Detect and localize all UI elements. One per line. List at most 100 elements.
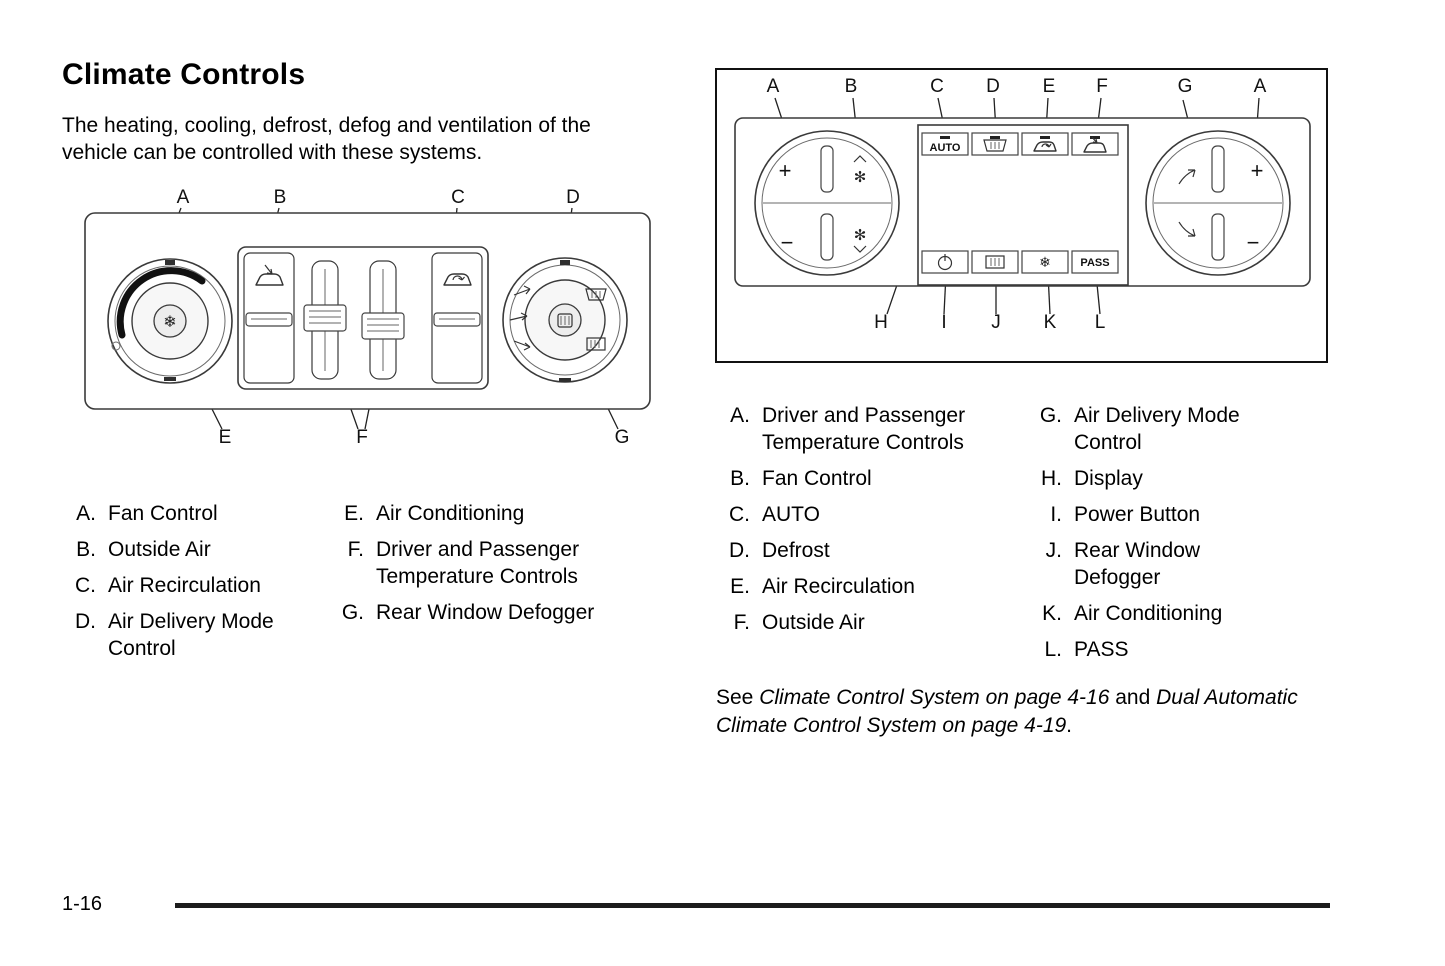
fan-control-knob: ❄ (107, 258, 233, 384)
temp-minus-icon: − (1247, 230, 1260, 255)
legend-label: Driver and Passenger Temperature Control… (376, 538, 580, 588)
temp-rocker-down (1211, 213, 1225, 261)
callout-label-l: L (1095, 312, 1106, 333)
legend-key: H. (1041, 467, 1062, 490)
recirculation-button (1021, 132, 1069, 156)
legend-key: D. (729, 539, 750, 562)
auto-climate-svg: A B C D E F G A H I J K L + − (734, 76, 1311, 333)
callout-label-d: D (566, 187, 580, 208)
legend-key: F. (733, 611, 750, 634)
legend-item: G. Rear Window Defogger (330, 599, 602, 626)
display-panel: AUTO (917, 124, 1129, 286)
callout-label-f: F (1096, 76, 1108, 97)
windshield-defrost-icon (585, 288, 607, 301)
legend-label: Fan Control (108, 502, 218, 525)
legend-label: Outside Air (108, 538, 211, 561)
power-button (921, 250, 969, 274)
legend-label: Air Delivery Mode Control (1074, 404, 1240, 454)
legend-item: K. Air Conditioning (1028, 600, 1258, 627)
legend-item: I. Power Button (1028, 501, 1258, 528)
cross-reference-mid: and (1109, 686, 1157, 709)
legend-label: Fan Control (762, 467, 872, 490)
manual-legend-col2: E. Air Conditioning F. Driver and Passen… (330, 500, 602, 635)
legend-item: E. Air Recirculation (716, 573, 998, 600)
fan-off-mark (111, 341, 121, 351)
legend-label: Air Delivery Mode Control (108, 610, 274, 660)
legend-item: F. Driver and Passenger Temperature Cont… (330, 536, 602, 590)
fan-up-icon: ✻ (854, 169, 867, 186)
callout-label-a-right: A (1254, 76, 1267, 97)
legend-key: A. (76, 502, 96, 525)
driver-temp-slider-handle (303, 304, 347, 332)
callout-label-a: A (177, 187, 190, 208)
legend-key: I. (1050, 503, 1062, 526)
center-control-block (237, 246, 489, 390)
legend-item: D. Defrost (716, 537, 998, 564)
legend-item: B. Outside Air (62, 536, 318, 563)
legend-label: Air Conditioning (376, 502, 525, 525)
temperature-sliders (303, 260, 405, 380)
recirculation-icon (1033, 141, 1057, 152)
ac-snowflake-icon: ❄ (163, 314, 176, 331)
footer-rule (175, 903, 1330, 908)
outside-air-button (1071, 132, 1119, 156)
legend-key: J. (1045, 539, 1062, 562)
fan-down-icon: ✻ (854, 227, 867, 244)
legend-label: AUTO (762, 503, 820, 526)
legend-label: Rear Window Defogger (376, 601, 595, 624)
rear-window-icon (586, 337, 606, 351)
legend-item: B. Fan Control (716, 465, 998, 492)
air-conditioning-icon: ❄ (1039, 254, 1051, 270)
legend-item: C. Air Recirculation (62, 572, 318, 599)
legend-key: B. (76, 538, 96, 561)
driver-temperature-knob: + − ✻ ✻ (754, 130, 900, 276)
legend-key: K. (1042, 602, 1062, 625)
callout-label-b: B (274, 187, 287, 208)
passenger-temp-slider-handle (361, 312, 405, 340)
outside-air-icon (1083, 136, 1107, 153)
callout-label-j: J (991, 312, 1001, 333)
temp-minus-icon: − (781, 230, 794, 255)
page-number: 1-16 (62, 893, 103, 915)
legend-label: Air Recirculation (108, 574, 261, 597)
legend-key: C. (729, 503, 750, 526)
recirculation-icon (443, 273, 472, 286)
legend-key: B. (730, 467, 750, 490)
svg-text:AUTO: AUTO (930, 142, 961, 154)
callout-label-d: D (986, 76, 1000, 97)
legend-key: F. (347, 538, 364, 561)
page-title: Climate Controls (62, 58, 306, 91)
legend-item: L. PASS (1028, 636, 1258, 663)
mode-control-knob (502, 257, 628, 383)
temp-rocker-up (1211, 145, 1225, 193)
legend-item: C. AUTO (716, 501, 998, 528)
legend-label: Air Conditioning (1074, 602, 1223, 625)
legend-item: H. Display (1028, 465, 1258, 492)
legend-key: L. (1044, 638, 1062, 661)
manual-legend-col1: A. Fan Control B. Outside Air C. Air Rec… (62, 500, 318, 671)
legend-label: Power Button (1074, 503, 1201, 526)
recirculation-lever (431, 252, 483, 384)
cross-reference-title-1: Climate Control System on page 4-16 (759, 686, 1110, 709)
legend-label: Driver and Passenger Temperature Control… (762, 404, 966, 454)
vent-mode-icons (509, 285, 531, 351)
cross-reference-title-2: Dual Automatic Climate Control System on… (716, 686, 1298, 737)
legend-label: Air Recirculation (762, 575, 915, 598)
rear-defogger-center-button (548, 303, 582, 337)
callout-label-a-left: A (767, 76, 780, 97)
power-icon (937, 254, 953, 271)
fan-up-chevron-icon (853, 155, 867, 163)
air-conditioning-button: ❄ (1021, 250, 1069, 274)
callout-label-e: E (219, 427, 232, 448)
passenger-temperature-knob: + − (1145, 130, 1291, 276)
auto-climate-diagram: A B C D E F G A H I J K L + − (715, 68, 1328, 363)
legend-key: E. (730, 575, 750, 598)
defrost-icon (983, 139, 1007, 152)
temp-rocker-down (820, 213, 834, 261)
temp-plus-icon: + (1251, 158, 1264, 183)
manual-climate-diagram: A B C D E F G ❄ (62, 183, 662, 453)
callout-label-f: F (356, 427, 368, 448)
intro-text: The heating, cooling, defrost, defog and… (62, 114, 591, 164)
fan-down-chevron-icon (853, 245, 867, 253)
